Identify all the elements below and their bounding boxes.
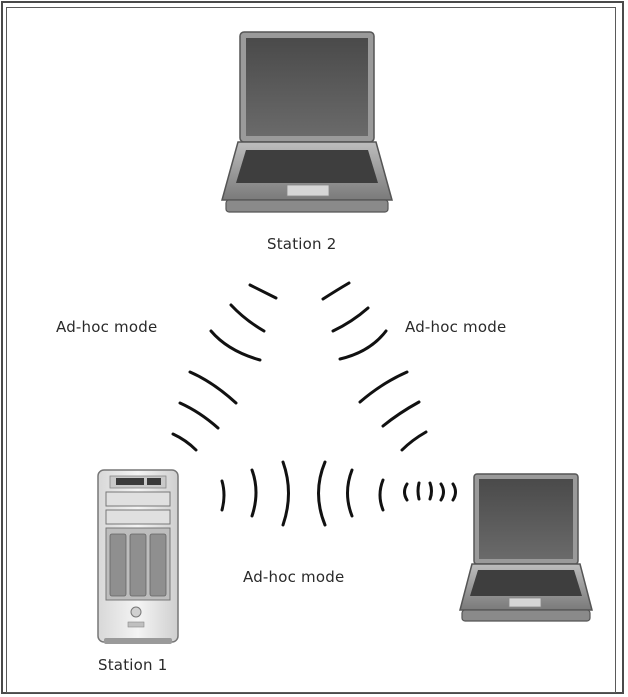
wave-arc	[250, 285, 276, 298]
wireless-waves-right	[323, 283, 426, 450]
wave-arc	[319, 462, 326, 525]
wave-arc	[340, 331, 386, 359]
wave-arc	[252, 470, 256, 516]
wave-arc	[173, 434, 196, 450]
wave-arc	[231, 305, 264, 331]
wave-arc	[402, 432, 426, 450]
wave-arc	[190, 372, 236, 403]
wave-arc	[360, 372, 407, 402]
station1-desktop-tower-icon	[98, 470, 178, 644]
wave-arc	[333, 308, 368, 331]
wave-arc	[441, 484, 444, 500]
wave-arc	[405, 484, 408, 500]
station1-label: Station 1	[98, 656, 167, 674]
wave-arc	[418, 483, 419, 499]
wave-arc	[180, 403, 218, 428]
station2-laptop-icon	[222, 32, 392, 212]
station2-label: Station 2	[267, 235, 336, 253]
wave-arc	[323, 283, 349, 299]
wave-arc	[222, 481, 224, 510]
wave-arc	[348, 470, 353, 516]
link-label-left: Ad-hoc mode	[56, 318, 157, 336]
station3-laptop-icon	[460, 474, 592, 621]
link-label-right: Ad-hoc mode	[405, 318, 506, 336]
wave-arc	[430, 483, 432, 499]
wave-arc	[211, 331, 260, 360]
wave-arc	[380, 480, 383, 510]
link-label-bottom: Ad-hoc mode	[243, 568, 344, 586]
wave-arc	[453, 484, 456, 500]
wireless-waves-left	[173, 285, 276, 450]
wave-arc	[383, 402, 419, 426]
wireless-waves-bottom	[222, 462, 456, 525]
wave-arc	[283, 462, 289, 525]
